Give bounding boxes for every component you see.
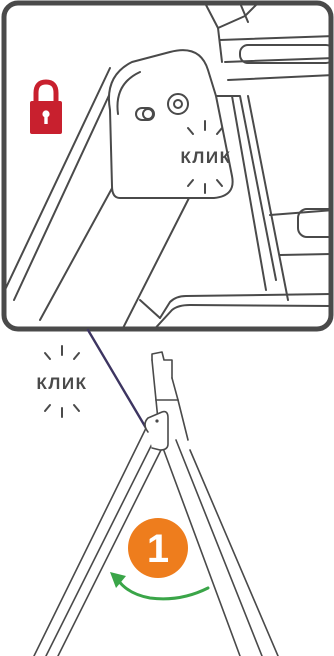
zoom-inset: КЛИК — [4, 3, 334, 334]
click-rays-top — [45, 346, 79, 359]
left-leg-detail — [4, 68, 122, 320]
main-hinge — [145, 412, 168, 450]
main-view: КЛИК — [34, 346, 278, 656]
lock-icon — [30, 82, 62, 134]
hinge-housing — [109, 50, 233, 198]
rear-leg — [152, 352, 278, 656]
step-number: 1 — [147, 527, 169, 571]
right-rail-detail — [216, 96, 334, 300]
click-label-inset: КЛИК — [181, 148, 232, 167]
click-rays-bottom — [45, 405, 79, 417]
zoom-leader-line — [88, 330, 146, 428]
click-label-main: КЛИК — [37, 374, 88, 393]
click-burst-main: КЛИК — [37, 346, 88, 417]
upper-frame-detail — [205, 3, 334, 80]
step-badge: 1 — [128, 518, 188, 578]
a-frame — [34, 352, 278, 656]
